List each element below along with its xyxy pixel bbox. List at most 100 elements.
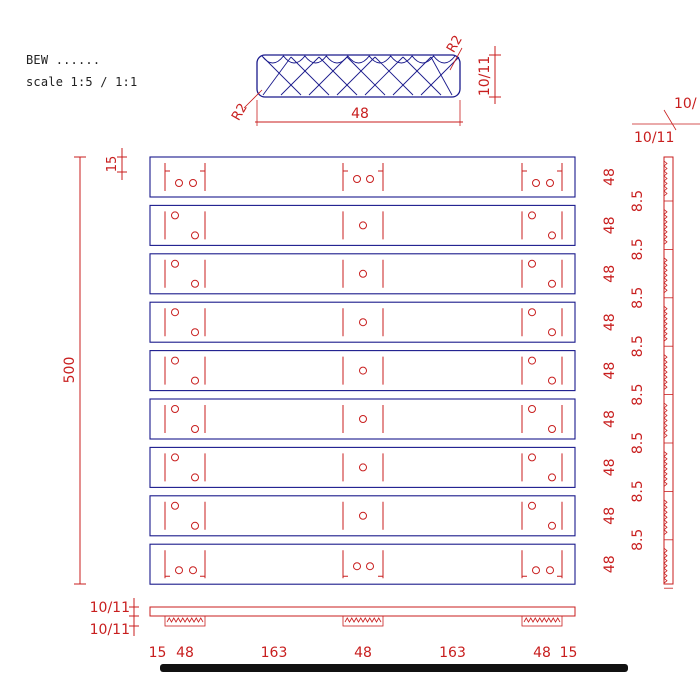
screw-hole — [189, 566, 197, 575]
screw-hole — [191, 473, 199, 482]
bottom-elevation: 10/11 10/11 — [90, 598, 576, 638]
screw-hole — [528, 405, 536, 413]
hatch-line — [430, 56, 453, 96]
screw-hole — [353, 175, 361, 183]
radius-right-leader — [449, 47, 463, 71]
screw-hole — [548, 425, 556, 433]
screw-hole — [548, 521, 556, 530]
side-slat-profile — [663, 305, 668, 342]
hatch-line — [318, 56, 358, 96]
overall-height-dimension: 500 — [62, 156, 86, 585]
overall-height-label: 500 — [62, 357, 78, 384]
gap-label: 8.5 — [630, 335, 646, 357]
screw-hole — [171, 453, 179, 462]
screw-hole — [548, 231, 556, 240]
joist-corner — [557, 570, 563, 577]
slat — [149, 253, 576, 295]
screw-hole — [191, 231, 199, 240]
slat-width-label: 48 — [602, 362, 618, 380]
screw-holes — [171, 175, 556, 575]
screw-hole — [189, 179, 197, 187]
gap-label: 8.5 — [630, 383, 646, 405]
gap-label: 8.5 — [630, 432, 646, 454]
slat-width-label: 48 — [602, 313, 618, 331]
gap-label: 8.5 — [630, 529, 646, 551]
joist-corner — [521, 170, 527, 177]
bottom-joist-grooves — [523, 617, 561, 623]
profile-width-label: 48 — [351, 106, 369, 122]
screw-hole — [548, 328, 556, 337]
joist-corner — [521, 570, 527, 577]
joist-corner — [200, 570, 206, 577]
screw-hole — [171, 211, 179, 220]
base-strip — [160, 664, 628, 672]
hatch-line — [402, 56, 442, 96]
screw-hole — [528, 308, 536, 317]
hatch-line — [262, 56, 292, 96]
bottom-joist — [521, 615, 563, 627]
screw-hole — [548, 473, 556, 482]
screw-hole — [359, 415, 367, 423]
screw-hole — [546, 566, 554, 575]
screw-hole — [359, 511, 367, 520]
gap-label: 8.5 — [630, 190, 646, 212]
side-slat-profile — [663, 354, 668, 390]
screw-hole — [359, 269, 367, 278]
joist-corner — [164, 570, 170, 577]
width-segment-label: 163 — [261, 645, 288, 661]
slat — [149, 301, 576, 343]
slat-width-label: 48 — [602, 265, 618, 283]
bottom-joist-grooves — [344, 617, 382, 623]
screw-hole — [548, 376, 556, 385]
screw-hole — [532, 566, 540, 575]
slat-width-label: 48 — [602, 410, 618, 428]
screw-hole — [359, 366, 367, 375]
slat — [149, 446, 576, 488]
screw-hole — [532, 179, 540, 187]
top-offset-label: 15 — [105, 156, 120, 173]
side-view: 10/ 10/11 — [632, 96, 700, 589]
hatch-line — [280, 56, 320, 96]
profile-grooves — [261, 55, 456, 64]
screw-hole — [366, 562, 374, 571]
hatch-line — [262, 56, 302, 96]
side-top-label-a: 10/ — [674, 96, 697, 112]
hatch-line — [336, 56, 376, 96]
joist-markers — [164, 163, 563, 579]
width-segment-label: 15 — [149, 645, 167, 661]
slat-width-label: 48 — [602, 507, 618, 525]
screw-hole — [191, 521, 199, 530]
side-slat-profile — [663, 547, 668, 584]
drawing-title: BEW ...... — [26, 53, 101, 67]
profile-height-label: 10/11 — [477, 56, 493, 96]
scale-note: scale 1:5 / 1:1 — [26, 75, 138, 89]
screw-hole — [528, 501, 536, 510]
screw-hole — [528, 259, 536, 268]
slat-spacing-dimensions: 488.5488.5488.5488.5488.5488.5488.5488.5… — [602, 168, 646, 573]
side-slat-profile — [663, 257, 668, 294]
screw-hole — [171, 405, 179, 413]
side-top-dim-tick — [663, 109, 677, 131]
screw-hole — [191, 279, 199, 288]
joist-corner — [378, 570, 384, 577]
bottom-thickness-label-b: 10/11 — [90, 622, 130, 638]
gap-label: 8.5 — [630, 287, 646, 309]
screw-hole — [171, 259, 179, 268]
slat — [149, 350, 576, 392]
side-slat-profile — [663, 451, 668, 487]
slat — [149, 543, 576, 585]
screw-hole — [171, 308, 179, 317]
gap-label: 8.5 — [630, 480, 646, 502]
screw-hole — [171, 356, 179, 365]
radius-left-leader — [243, 89, 263, 109]
slat-width-label: 48 — [602, 458, 618, 476]
screw-hole — [175, 566, 183, 575]
joist-corner — [557, 170, 563, 177]
screw-hole — [175, 179, 183, 187]
width-segment-label: 48 — [176, 645, 194, 661]
slat — [149, 156, 576, 198]
side-slat-profile — [663, 160, 668, 197]
side-top-label-b: 10/11 — [634, 130, 674, 146]
